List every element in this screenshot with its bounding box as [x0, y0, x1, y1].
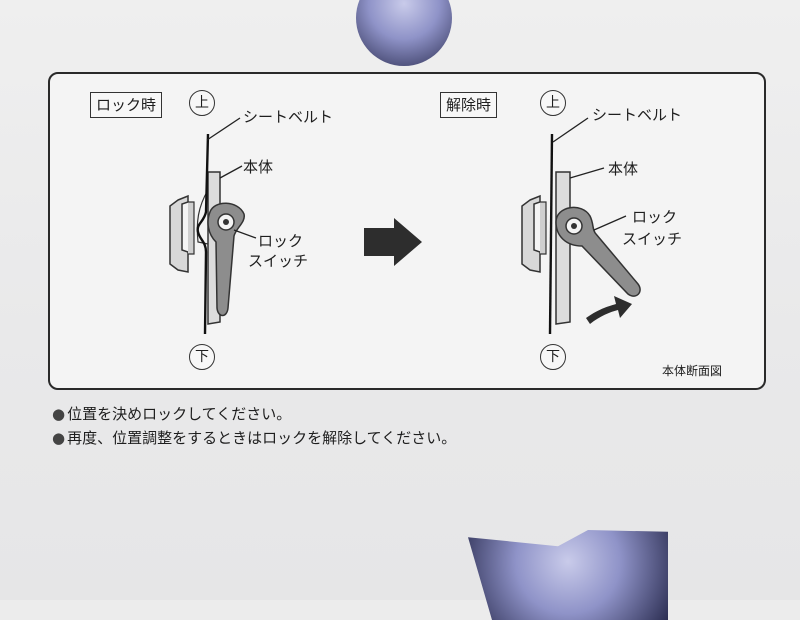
seatbelt-label-right: シートベルト [592, 106, 683, 124]
release-state-tag: 解除時 [440, 92, 498, 118]
down-marker-right: 下 [540, 344, 566, 370]
cross-section-diagram [169, 117, 641, 335]
release-state-illustration [521, 117, 641, 335]
seatbelt-line-right [548, 133, 554, 335]
lock-state-illustration [169, 117, 257, 335]
switch-label-right-1: ロック [632, 208, 678, 226]
note-text: 位置を決めロックしてください。 [67, 405, 292, 423]
rotate-arrow-icon [586, 296, 632, 324]
bullet-icon: ● [52, 405, 66, 423]
up-marker-left: 上 [189, 90, 215, 116]
seatbelt-line-left [196, 133, 210, 335]
instruction-notes: ●位置を決めロックしてください。 ●再度、位置調整をするときはロックを解除してく… [52, 402, 456, 450]
seatbelt-label-left: シートベルト [243, 108, 334, 126]
body-label-right: 本体 [608, 160, 639, 178]
body-label-left: 本体 [243, 158, 274, 176]
cross-section-caption: 本体断面図 [662, 364, 723, 378]
down-marker-left: 下 [189, 344, 215, 370]
lock-state-tag: ロック時 [90, 92, 163, 118]
lock-switch-left [207, 202, 245, 317]
switch-label-right-2: スイッチ [622, 230, 683, 248]
switch-label-left-2: スイッチ [248, 252, 309, 270]
bracket-left [169, 194, 189, 273]
switch-label-left-1: ロック [258, 232, 304, 250]
body-right [555, 171, 571, 325]
bracket-right [521, 194, 541, 273]
note-text: 再度、位置調整をするときはロックを解除してください。 [67, 429, 457, 447]
note-item: ●再度、位置調整をするときはロックを解除してください。 [52, 426, 456, 450]
arrow-right-icon [364, 218, 422, 266]
punch-hole-bottom [468, 530, 668, 620]
up-marker-right: 上 [540, 90, 566, 116]
bullet-icon: ● [52, 429, 66, 447]
note-item: ●位置を決めロックしてください。 [52, 402, 456, 426]
